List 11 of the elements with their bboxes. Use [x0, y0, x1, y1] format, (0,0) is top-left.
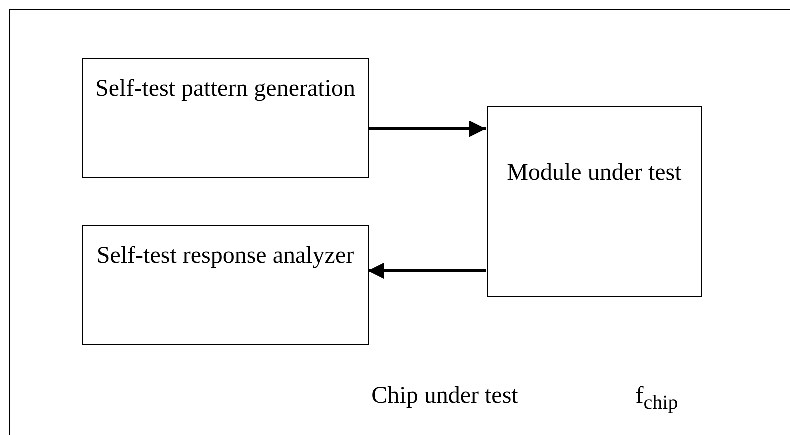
chip-frame	[9, 9, 790, 435]
caption-text: f$_{chip}$	[634, 382, 680, 416]
process-box	[487, 106, 702, 297]
process-box	[82, 58, 369, 178]
caption-text: Chip under test	[370, 382, 520, 411]
box-label: Self-test response analyzer	[96, 242, 356, 271]
process-box	[82, 225, 369, 345]
box-label: Module under test	[506, 159, 683, 188]
arrow	[368, 262, 486, 280]
arrow	[368, 120, 486, 138]
box-label: Self-test pattern generation	[94, 75, 356, 104]
